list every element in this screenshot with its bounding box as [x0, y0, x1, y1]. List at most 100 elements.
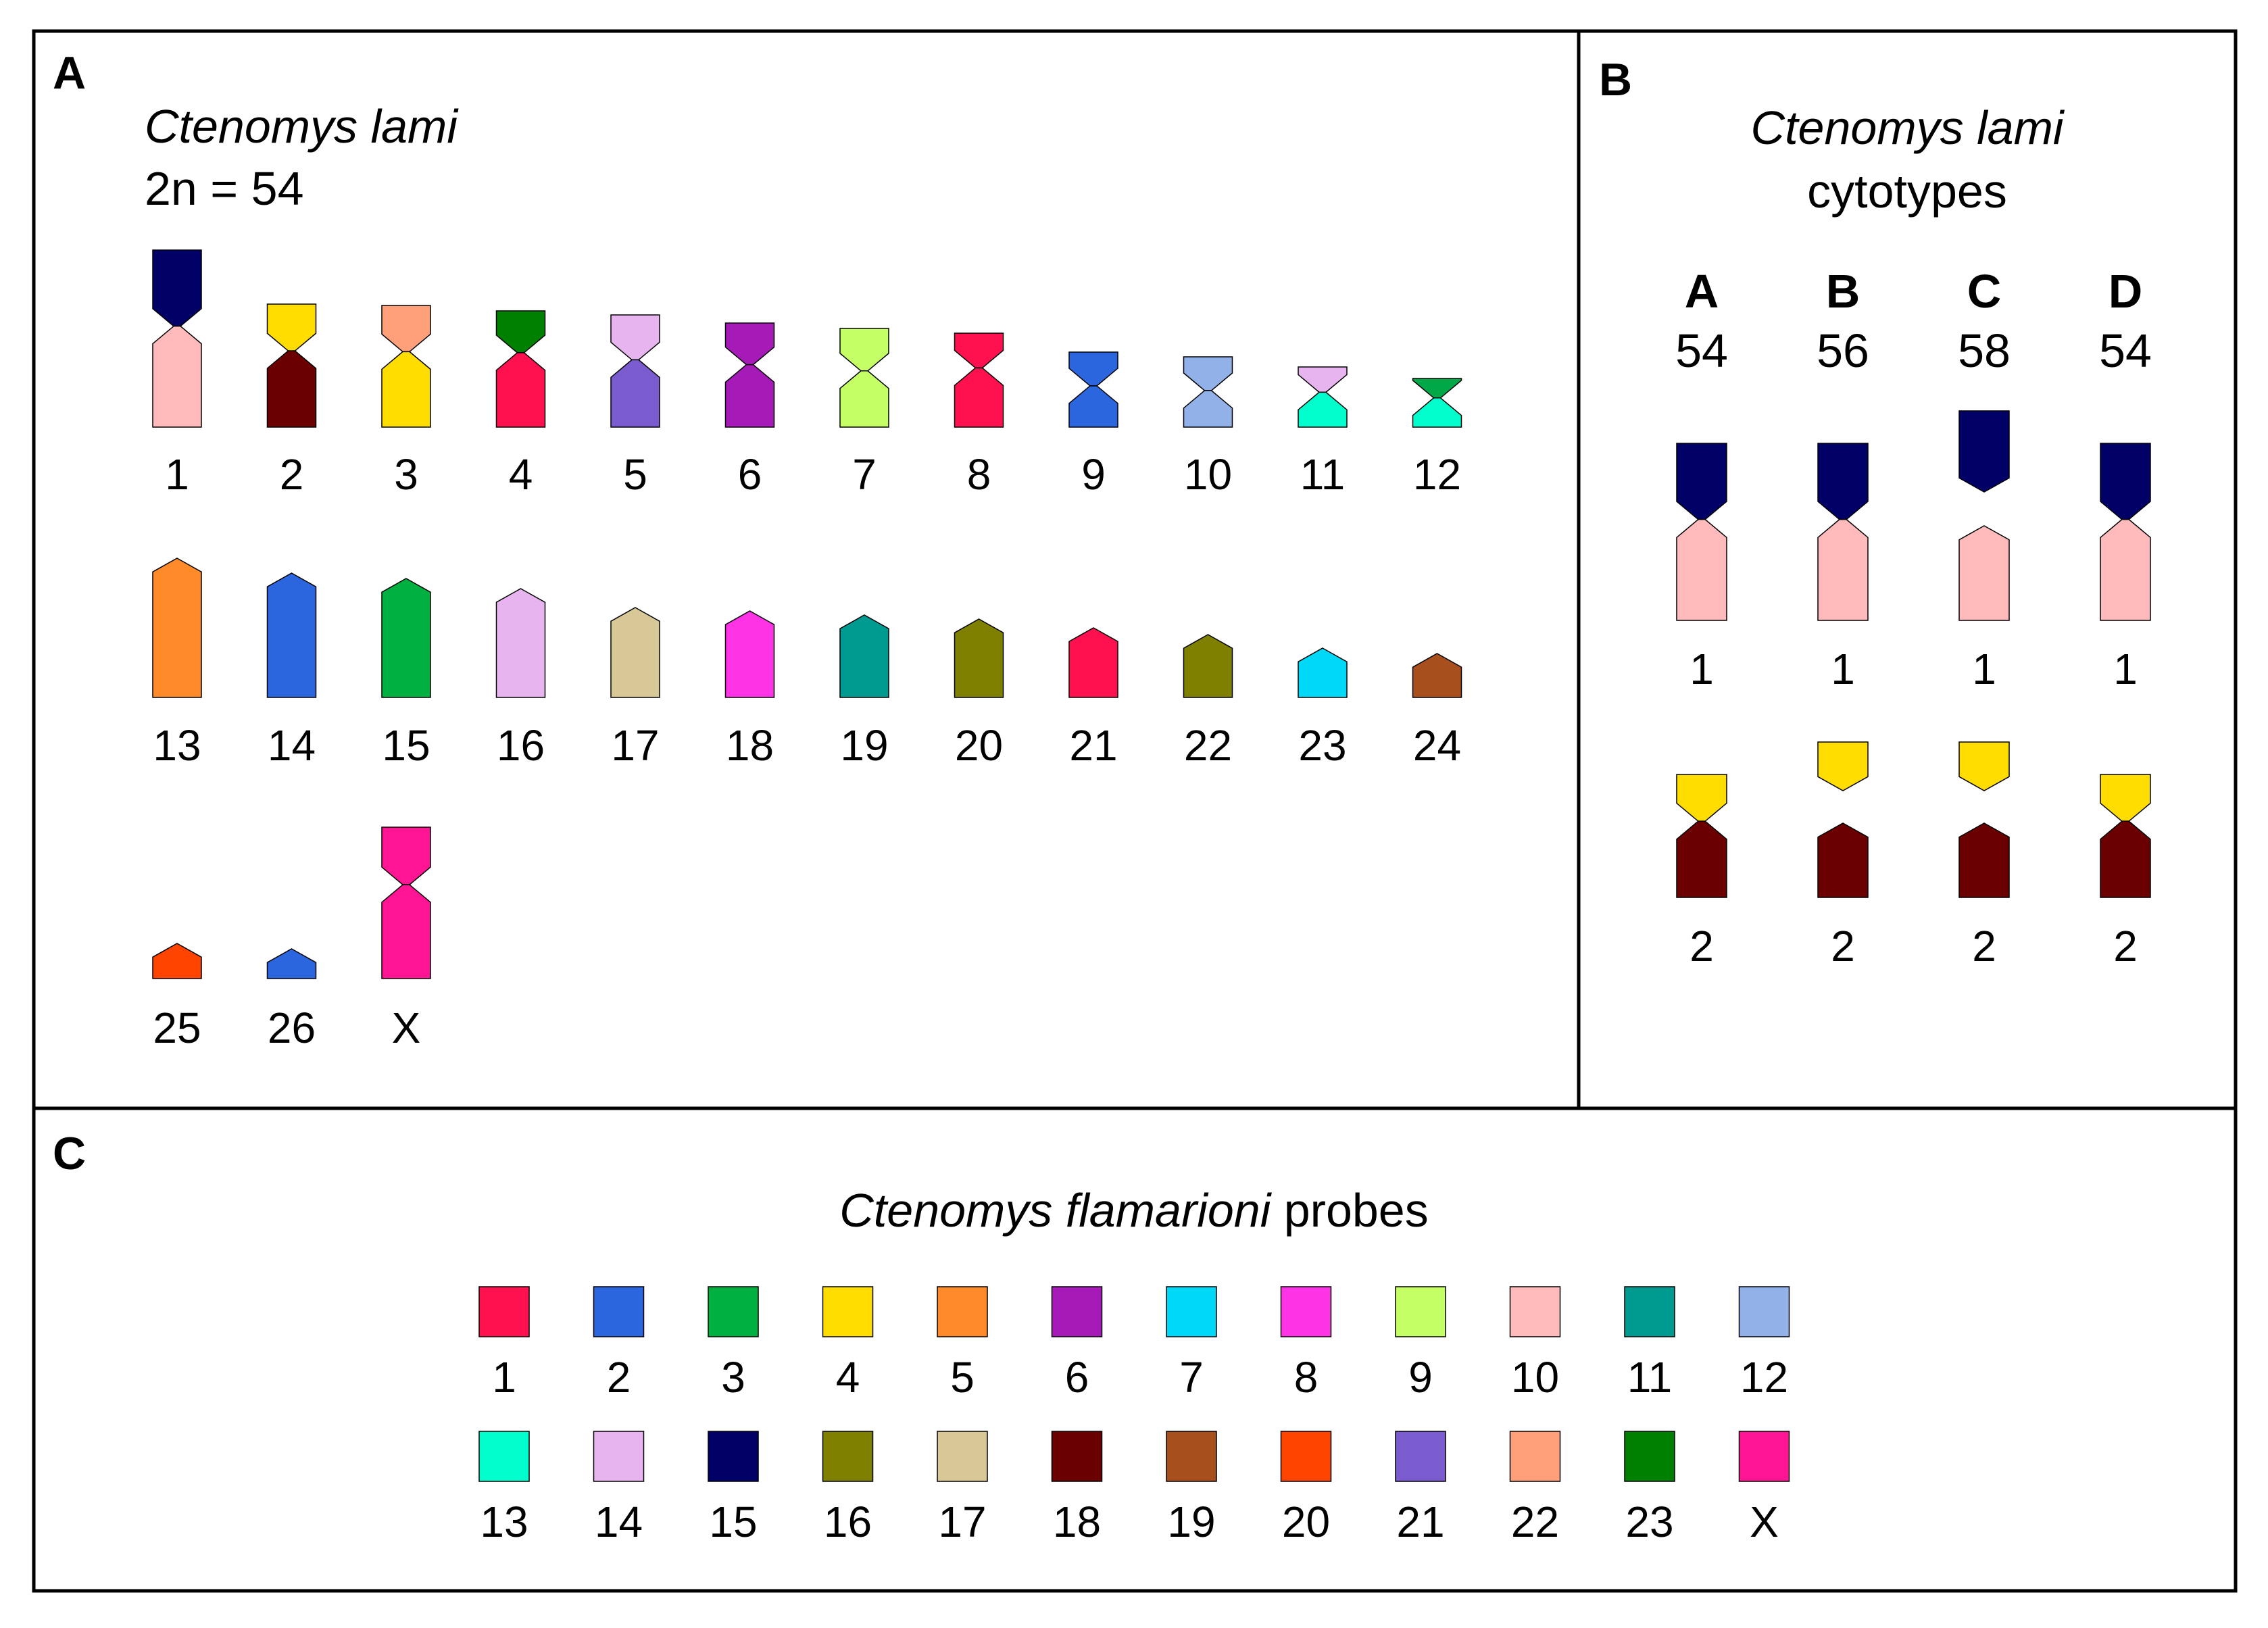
chromosome-25: [152, 943, 202, 979]
chromosome-1-p-arm: [152, 249, 202, 327]
chromosome-label-22: 22: [1183, 721, 1233, 770]
cytotype-D-chromosome-2: [2100, 774, 2151, 898]
probe-swatch-12: [1738, 1286, 1790, 1337]
cytotype-diploid-C: 58: [1958, 324, 2011, 377]
probe-swatch-5: [937, 1286, 988, 1337]
cytotype-C-chr1-label: 1: [1972, 645, 1996, 693]
chromosome-14: [266, 572, 317, 698]
chromosome-17: [610, 607, 660, 698]
chromosome-13: [152, 558, 202, 698]
chromosome-12-p-arm: [1412, 378, 1462, 399]
chromosome-label-17: 17: [611, 721, 660, 770]
chromosome-7-p-arm: [839, 328, 889, 372]
chromosome-label-6: 6: [737, 450, 762, 499]
panel-c-species: Ctenomys flamarioni: [839, 1184, 1271, 1237]
cytotype-C-chromosome-1: [1958, 410, 2010, 621]
chromosome-14: [266, 572, 317, 698]
chromosome-label-4: 4: [508, 450, 533, 499]
probe-label-13: 13: [480, 1498, 528, 1546]
probe-label-4: 4: [835, 1353, 860, 1402]
cytotype-C-chr2-top: [1958, 741, 2010, 791]
chromosome-4-q-arm: [495, 352, 546, 428]
chromosome-label-5: 5: [623, 450, 647, 499]
chromosome-10: [1183, 356, 1233, 428]
probe-label-X: X: [1750, 1498, 1779, 1546]
probe-swatch-14: [593, 1431, 645, 1482]
probe-label-19: 19: [1167, 1498, 1216, 1546]
chromosome-8-p-arm: [954, 332, 1004, 369]
cytotype-diploid-B: 56: [1817, 324, 1869, 377]
chromosome-12: [1412, 378, 1462, 428]
probe-swatch-7: [1166, 1286, 1217, 1337]
probe-swatch-9: [1395, 1286, 1446, 1337]
chromosome-10-p-arm: [1183, 356, 1233, 391]
chromosome-3-q-arm: [381, 351, 431, 428]
chromosome-2-p-arm: [266, 303, 317, 351]
cytotype-A-chr2-p-arm: [1676, 774, 1727, 822]
cytotype-A-chr2-label: 2: [1690, 922, 1714, 970]
chromosome-9-p-arm: [1068, 351, 1118, 387]
chromosome-24: [1412, 653, 1462, 698]
cytotype-B-chr1-p-arm: [1817, 443, 1869, 520]
panel-c-title-suffix: probes: [1271, 1184, 1429, 1237]
cytotype-D-chr2-q-arm: [2100, 820, 2151, 898]
chromosome-label-11: 11: [1300, 450, 1346, 499]
cytotype-diploid-A: 54: [1675, 324, 1728, 377]
cytotype-B-chr2-label: 2: [1831, 922, 1855, 970]
chromosome-5: [610, 314, 660, 428]
chromosome-label-8: 8: [966, 450, 991, 499]
probe-label-17: 17: [938, 1498, 987, 1546]
chromosome-22: [1183, 634, 1233, 698]
probe-swatch-4: [822, 1286, 874, 1337]
cytotype-D-chr1-label: 1: [2113, 645, 2138, 693]
chromosome-26: [266, 948, 317, 979]
probe-swatch-18: [1051, 1431, 1103, 1482]
probe-swatch-19: [1166, 1431, 1217, 1482]
chromosome-18: [724, 610, 775, 698]
probe-label-14: 14: [594, 1498, 643, 1546]
cytotype-C-chr1-bottom: [1958, 525, 2010, 621]
chromosome-label-3: 3: [394, 450, 418, 499]
chromosome-18: [724, 610, 775, 698]
probe-swatch-10: [1509, 1286, 1561, 1337]
chromosome-5-q-arm: [610, 359, 660, 428]
chromosome-4-p-arm: [495, 310, 546, 353]
chromosome-label-25: 25: [153, 1004, 201, 1052]
cytotype-A-chromosome-2: [1676, 774, 1727, 898]
chromosome-19: [839, 614, 889, 698]
chromosome-20: [954, 618, 1004, 698]
chromosome-7-q-arm: [839, 370, 889, 428]
probe-label-12: 12: [1740, 1353, 1789, 1402]
chromosome-label-10: 10: [1183, 450, 1233, 499]
probe-label-7: 7: [1179, 1353, 1204, 1402]
probe-swatch-8: [1280, 1286, 1332, 1337]
panel-b-subtitle: cytotypes: [1807, 165, 2007, 218]
chromosome-label-15: 15: [382, 721, 430, 770]
chromosome-label-20: 20: [954, 721, 1004, 770]
chromosome-12-q-arm: [1412, 397, 1462, 428]
cytotype-B-chr1-q-arm: [1817, 518, 1869, 621]
chromosome-X: [381, 827, 431, 979]
chromosome-3-p-arm: [381, 305, 431, 353]
chromosome-26: [266, 948, 317, 979]
chromosome-16: [495, 588, 546, 698]
chromosome-label-9: 9: [1081, 450, 1106, 499]
cytotype-B-chr2-top: [1817, 741, 1869, 791]
probe-label-3: 3: [721, 1353, 745, 1402]
panel-a-letter: A: [53, 47, 87, 99]
probe-label-2: 2: [606, 1353, 631, 1402]
chromosome-2: [266, 303, 317, 428]
probe-swatch-13: [478, 1431, 530, 1482]
chromosome-label-18: 18: [725, 721, 774, 770]
chromosome-4: [495, 310, 546, 428]
cytotype-D-chr2-label: 2: [2113, 922, 2138, 970]
probe-swatch-16: [822, 1431, 874, 1482]
probe-label-20: 20: [1281, 1498, 1331, 1546]
chromosome-16: [495, 588, 546, 698]
chromosome-15: [381, 578, 431, 698]
probe-swatch-23: [1624, 1431, 1675, 1482]
chromosome-1-q-arm: [152, 325, 202, 428]
cytotype-A-chr1-label: 1: [1690, 645, 1714, 693]
